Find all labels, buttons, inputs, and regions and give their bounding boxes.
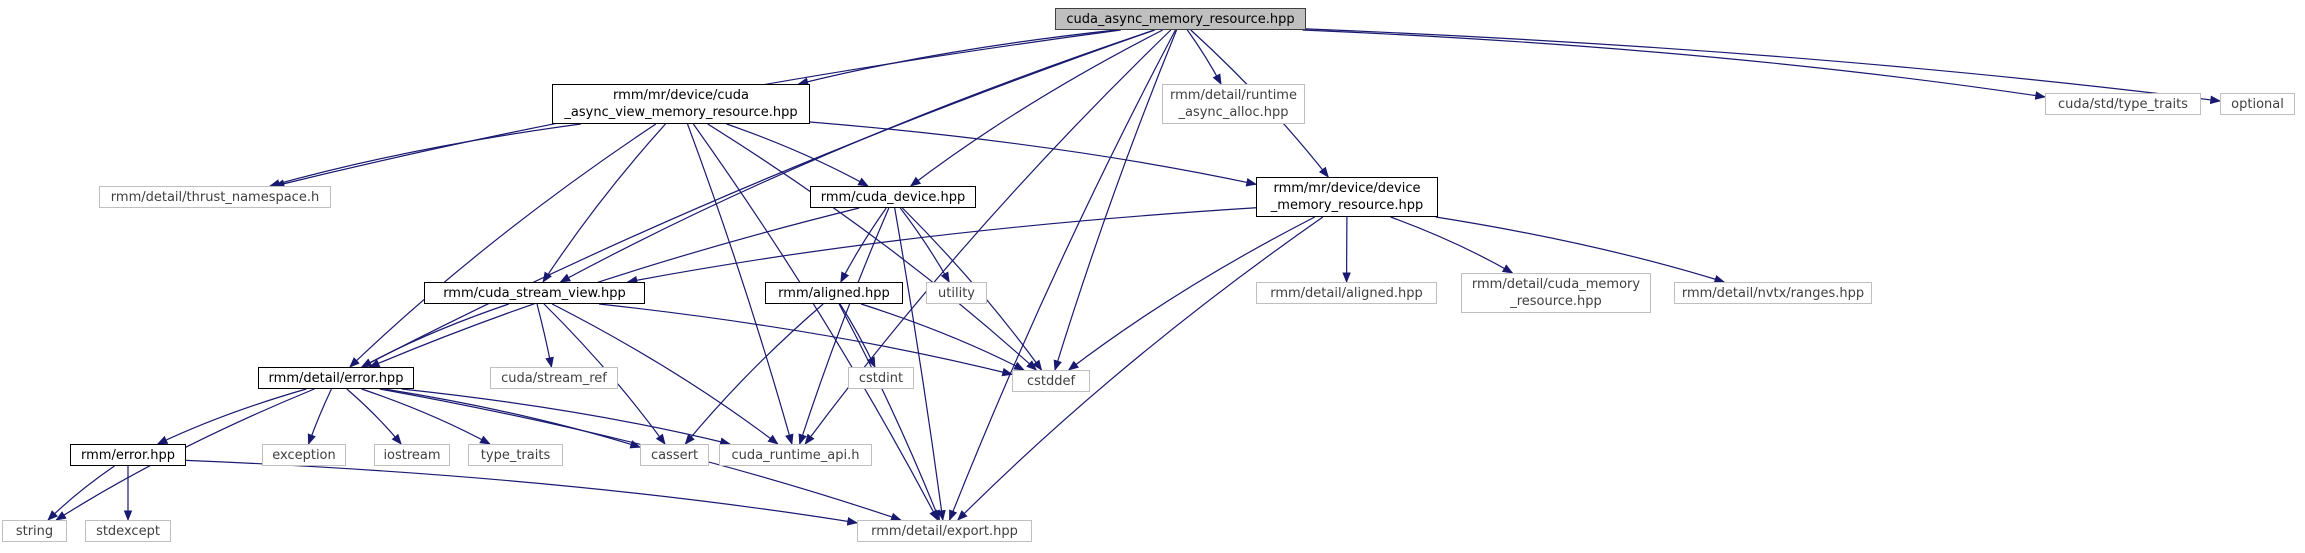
edge-root-to-cuda_async_view (797, 29, 1116, 86)
node-cuda-stream-ref[interactable]: cuda/stream_ref (490, 367, 618, 389)
edge-aligned-to-cstddef (860, 303, 1025, 371)
edge-cuda_device-to-export (894, 207, 946, 522)
node-cstdint[interactable]: cstdint (848, 367, 914, 389)
edge-error-to-string (47, 465, 115, 521)
edge-cuda_device-to-cuda_runtime_api (798, 207, 890, 446)
node-cuda-device[interactable]: rmm/cuda_device.hpp (810, 186, 976, 208)
edge-detail_error-to-cuda_runtime_api (401, 388, 731, 446)
edge-cuda_async_view-to-cuda_runtime_api (686, 123, 794, 446)
edge-device_memory_resource-to-nvtx_ranges (1435, 216, 1726, 284)
node-iostream[interactable]: iostream (374, 444, 450, 466)
node-detail-error[interactable]: rmm/detail/error.hpp (258, 367, 414, 389)
node-cassert[interactable]: cassert (640, 444, 709, 466)
node-cuda-std-type-traits[interactable]: cuda/std/type_traits (2045, 93, 2201, 115)
node-detail-cuda-memory-resource[interactable]: rmm/detail/cuda_memory _resource.hpp (1461, 273, 1651, 313)
node-nvtx-ranges[interactable]: rmm/detail/nvtx/ranges.hpp (1674, 282, 1872, 304)
node-utility[interactable]: utility (926, 282, 987, 304)
node-export[interactable]: rmm/detail/export.hpp (857, 520, 1032, 542)
edge-detail_error-to-iostream (346, 388, 402, 445)
node-error[interactable]: rmm/error.hpp (70, 444, 186, 466)
edge-cuda_device-to-utility (899, 207, 950, 283)
node-cuda-runtime-api[interactable]: cuda_runtime_api.h (719, 444, 872, 466)
edge-device_memory_resource-to-cuda_stream_view (626, 207, 1257, 285)
node-device-memory-resource[interactable]: rmm/mr/device/device _memory_resource.hp… (1256, 177, 1438, 217)
edge-device_memory_resource-to-detail_cuda_memory_resource (1390, 216, 1514, 274)
edge-cuda_async_view-to-export (692, 123, 939, 521)
edge-root-to-detail_error (360, 29, 1155, 368)
edge-cuda_stream_view-to-detail_error (360, 303, 510, 368)
edge-error-to-export (185, 459, 859, 526)
node-detail-aligned[interactable]: rmm/detail/aligned.hpp (1256, 282, 1437, 304)
edge-cuda_device-to-detail_error (368, 207, 860, 368)
edge-cuda_async_view-to-cstddef (707, 123, 1038, 371)
edge-root-to-export (949, 29, 1176, 522)
edge-cuda_async_view-to-cuda_stream_view (542, 123, 666, 283)
edge-root-to-cuda_stream_view (559, 29, 1155, 283)
edge-cuda_stream_view-to-cuda_runtime_api (551, 303, 779, 445)
edge-root-to-type_traits_std (1302, 29, 2047, 100)
node-stdexcept[interactable]: stdexcept (85, 520, 171, 542)
node-runtime-async-alloc[interactable]: rmm/detail/runtime _async_alloc.hpp (1162, 84, 1305, 124)
edge-device_memory_resource-to-cstddef (1067, 216, 1316, 371)
edge-detail_error-to-exception (307, 388, 332, 446)
edge-device_memory_resource-to-export (956, 216, 1324, 521)
node-type-traits[interactable]: type_traits (468, 444, 563, 466)
node-thrust-namespace[interactable]: rmm/detail/thrust_namespace.h (99, 186, 331, 208)
node-root[interactable]: cuda_async_memory_resource.hpp (1055, 8, 1306, 30)
node-optional[interactable]: optional (2220, 93, 2295, 115)
edge-cuda_async_view-to-device_memory_resource (809, 121, 1258, 187)
edge-aligned-to-cassert (684, 303, 824, 445)
node-aligned[interactable]: rmm/aligned.hpp (765, 282, 903, 304)
edge-detail_error-to-cassert (384, 388, 642, 449)
node-cuda-async-view[interactable]: rmm/mr/device/cuda _async_view_memory_re… (552, 84, 810, 124)
edge-root-to-cuda_device (909, 29, 1164, 187)
node-string[interactable]: string (2, 520, 67, 542)
edge-root-to-optional (1305, 28, 2222, 105)
node-cuda-stream-view[interactable]: rmm/cuda_stream_view.hpp (424, 282, 645, 304)
edge-cuda_async_view-to-cuda_device (726, 123, 869, 187)
edge-aligned-to-export (838, 303, 940, 522)
node-cstddef[interactable]: cstddef (1012, 370, 1090, 392)
edge-root-to-runtime_async_alloc (1186, 29, 1222, 85)
edge-cuda_async_view-to-thrust_namespace (269, 123, 581, 188)
edge-cuda_stream_view-to-cstddef (598, 303, 1014, 377)
edge-detail_error-to-error (156, 388, 307, 445)
node-exception[interactable]: exception (262, 444, 346, 466)
edge-aligned-to-cstdint (839, 303, 876, 368)
edge-cuda_async_view-to-detail_error (349, 123, 657, 368)
edge-detail_error-to-type_traits (361, 388, 491, 445)
edge-cuda_stream_view-to-stream_ref (536, 303, 554, 369)
edge-root-to-cstddef (1053, 29, 1178, 372)
